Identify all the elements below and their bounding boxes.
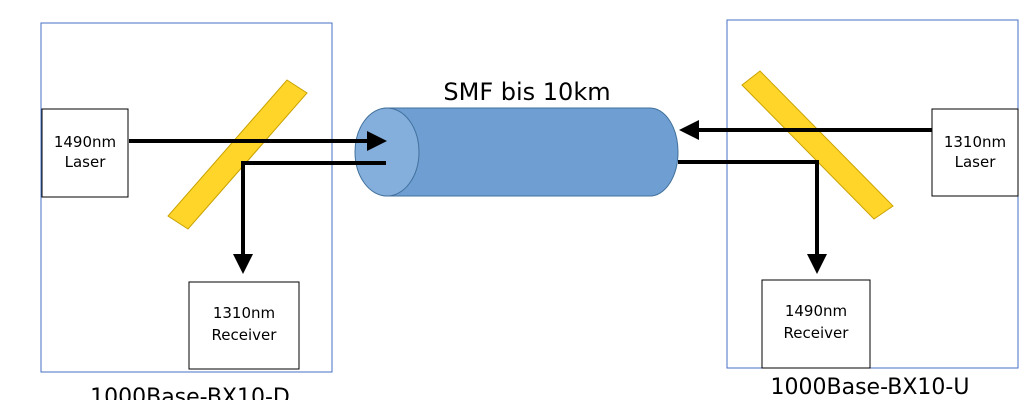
receiver-wavelength-upstream: 1490nm: [785, 302, 847, 320]
receiver-wavelength-downstream: 1310nm: [213, 304, 275, 322]
fiber-cylinder: [354, 107, 679, 197]
receiver-box-upstream: [761, 279, 871, 369]
laser-label-upstream: Laser: [955, 153, 997, 171]
laser-label-downstream: Laser: [65, 153, 107, 171]
laser-wavelength-upstream: 1310nm: [944, 133, 1006, 151]
receiver-label-upstream: Receiver: [784, 324, 850, 342]
fiber-label: SMF bis 10km: [443, 78, 610, 106]
laser-box-upstream: [931, 108, 1019, 197]
laser-box-downstream: [41, 108, 129, 198]
beam-1490nm-rx: [678, 160, 827, 274]
splitter-mirror-upstream: [741, 70, 894, 220]
splitter-mirror-downstream: [167, 79, 308, 230]
receiver-label-downstream: Receiver: [212, 326, 278, 344]
receiver-box-downstream: [188, 281, 300, 370]
laser-wavelength-downstream: 1490nm: [54, 133, 116, 151]
module-name-downstream: 1000Base-BX10-D: [90, 385, 290, 400]
module-name-upstream: 1000Base-BX10-U: [771, 375, 970, 400]
beam-1310nm-rx: [233, 161, 386, 274]
module-frame-downstream: [40, 22, 333, 373]
